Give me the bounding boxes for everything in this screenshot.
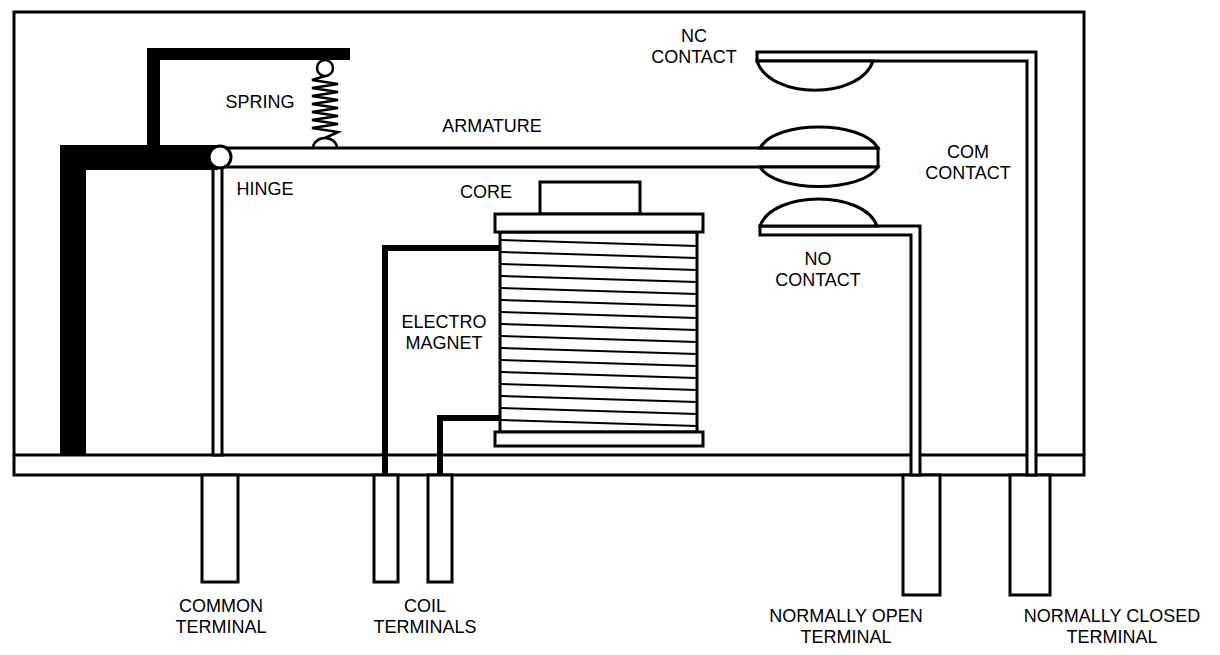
armature: [220, 148, 878, 167]
coil-pin: [374, 475, 398, 582]
label-text: NO CONTACT: [775, 249, 861, 290]
no-contact: [760, 199, 877, 226]
spring-coil: [312, 76, 338, 138]
frame-bracket: [60, 145, 86, 455]
coil-pin: [428, 475, 452, 582]
nc-pin: [1010, 475, 1050, 595]
spring-bracket: [147, 48, 350, 60]
coil-lead: [385, 248, 500, 475]
label-text: ELECTRO MAGNET: [401, 312, 486, 353]
terminal-label: COMMON TERMINAL: [171, 596, 271, 637]
label-text: COIL TERMINALS: [373, 596, 476, 637]
common-pin: [202, 475, 238, 582]
label-text: COM CONTACT: [925, 142, 1011, 183]
frame-bracket: [60, 145, 218, 170]
label-text: SPRING: [225, 92, 294, 112]
nc-contact: [757, 61, 873, 90]
core: [540, 182, 640, 214]
terminal-label: COIL TERMINALS: [370, 596, 480, 637]
coil-lead: [440, 418, 500, 475]
terminal-label: NORMALLY OPEN TERMINAL: [761, 606, 931, 647]
part-label: COM CONTACT: [920, 142, 1016, 183]
coil-body: [500, 232, 697, 432]
label-text: HINGE: [236, 179, 293, 199]
label-text: NC CONTACT: [651, 26, 737, 67]
part-label: HINGE: [225, 179, 305, 200]
spring-bracket: [147, 48, 160, 148]
relay-housing: [14, 12, 1084, 475]
no-pin: [903, 475, 940, 595]
label-text: NORMALLY OPEN TERMINAL: [769, 606, 922, 647]
part-label: ELECTRO MAGNET: [396, 312, 492, 353]
terminal-label: NORMALLY CLOSED TERMINAL: [1017, 606, 1207, 647]
com-contact: [760, 127, 878, 148]
label-text: CORE: [460, 182, 512, 202]
bobbin-flange: [495, 214, 703, 232]
coil-windings: [500, 240, 697, 426]
label-text: NORMALLY CLOSED TERMINAL: [1024, 606, 1200, 647]
bobbin-flange: [495, 432, 703, 446]
part-label: NO CONTACT: [768, 249, 868, 290]
part-label: CORE: [456, 182, 516, 203]
nc-arm: [757, 52, 1036, 475]
part-label: NC CONTACT: [644, 26, 744, 67]
no-arm: [760, 226, 920, 475]
com-contact: [760, 167, 878, 187]
hinge: [209, 146, 231, 168]
relay-base: [14, 454, 1084, 457]
common-lead: [213, 160, 222, 455]
part-label: SPRING: [210, 92, 310, 113]
label-text: ARMATURE: [442, 116, 542, 136]
spring-loop: [317, 60, 333, 76]
label-text: COMMON TERMINAL: [175, 596, 266, 637]
part-label: ARMATURE: [422, 116, 562, 137]
